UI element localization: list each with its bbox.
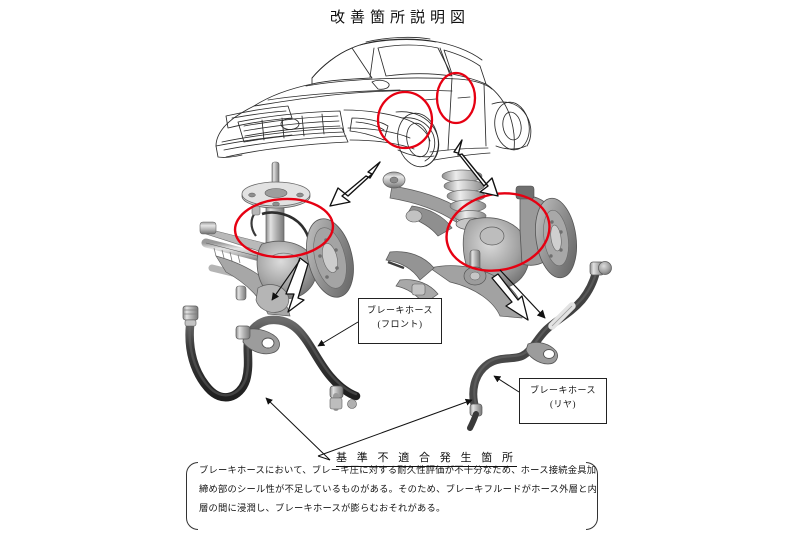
callout-rear-label-line2: (リヤ) <box>550 398 576 409</box>
description-line-3: 層の間に浸潤し、ブレーキホースが膨らむおそれがある。 <box>199 504 446 514</box>
marker-rear-wheel-arch <box>435 71 477 125</box>
leader-heading-right <box>317 398 473 457</box>
arrow-front-suspension-to-hose <box>285 257 309 313</box>
marker-front-wheel-arch <box>376 90 434 150</box>
front-brake-hose-illustration <box>182 305 361 411</box>
leader-heading-joint <box>317 455 331 461</box>
vehicle-line-drawing <box>215 36 532 168</box>
leader-callout-rear <box>493 375 520 393</box>
callout-front-label-line1: ブレーキホース <box>366 305 434 315</box>
page-title: 改善箇所説明図 <box>329 10 470 26</box>
callout-rear-label-line1: ブレーキホース <box>529 385 597 395</box>
leader-rear-suspension <box>499 269 546 319</box>
rear-brake-hose-illustration <box>467 261 612 431</box>
arrow-rear-car-to-suspension <box>453 139 499 197</box>
leader-heading-left <box>265 397 331 461</box>
callout-front-brake-hose: ブレーキホース (フロント) <box>358 298 442 344</box>
marker-front-suspension <box>233 197 335 259</box>
leader-callout-front <box>317 321 359 347</box>
leader-front-suspension <box>271 259 301 301</box>
arrow-rear-suspension-to-hose <box>491 273 529 321</box>
callout-rear-brake-hose: ブレーキホース (リヤ) <box>519 378 607 424</box>
description-line-1: ブレーキホースにおいて、ブレーキ圧に対する耐久性評価が不十分なため、ホース接続金… <box>199 466 597 476</box>
vehicle-marker-group <box>376 71 477 150</box>
front-suspension-photo <box>199 161 354 317</box>
description-line-2: 締め部のシール性が不足しているものがある。そのため、ブレーキフルードがホース外層… <box>199 485 598 495</box>
bracket-left <box>186 462 198 530</box>
nonconformity-description-block: ブレーキホースにおいて、ブレーキ圧に対する耐久性評価が不十分なため、ホース接続金… <box>186 462 598 530</box>
nonconformity-description-text: ブレーキホースにおいて、ブレーキ圧に対する耐久性評価が不十分なため、ホース接続金… <box>199 462 598 519</box>
arrow-front-car-to-suspension <box>329 161 381 207</box>
annotation-arrows <box>265 139 546 461</box>
callout-front-label-line2: (フロント) <box>377 318 423 329</box>
nonconformity-heading: 基 準 不 適 合 発 生 箇 所 <box>336 449 517 467</box>
